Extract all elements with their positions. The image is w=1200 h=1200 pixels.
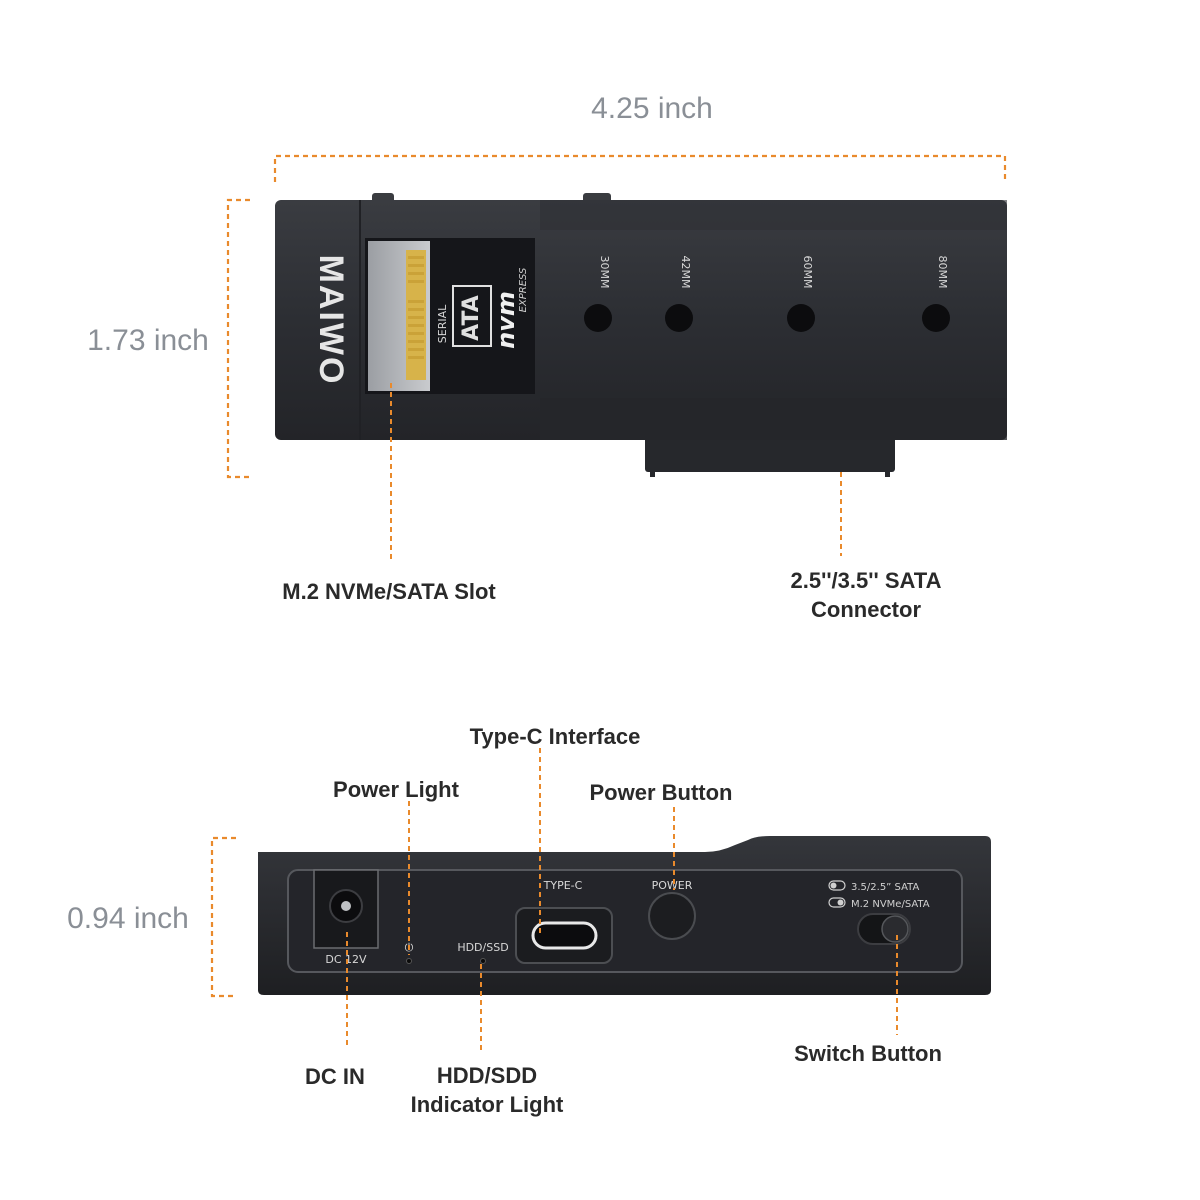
type-c-label: TYPE-C <box>543 879 583 892</box>
mode-switch-knob <box>881 915 909 943</box>
slot-callout: M.2 NVMe/SATA Slot <box>282 579 496 604</box>
length-mark-42-label: 42MM <box>679 256 692 289</box>
length-mark-80-label: 80MM <box>936 256 949 289</box>
side-view: 0.94 inch DC 12V ⏻ HDD/SSD TYPE-C POWER <box>67 724 991 1117</box>
nvm-logo: nvm <box>492 291 520 349</box>
express-label: EXPRESS <box>518 267 529 312</box>
power-button[interactable] <box>648 892 696 940</box>
type-c-port[interactable] <box>515 907 613 964</box>
type-c-callout: Type-C Interface <box>470 724 641 749</box>
power-light-callout: Power Light <box>333 777 460 802</box>
width-dimension-line <box>273 154 1007 182</box>
switch-callout: Switch Button <box>794 1041 942 1066</box>
screw-hole-30[interactable] <box>584 304 612 332</box>
length-mark-80: 80MM <box>922 256 950 332</box>
dc-in-callout: DC IN <box>305 1064 365 1089</box>
side-panel-frame <box>287 869 963 973</box>
side-height-dimension-label: 0.94 inch <box>67 902 189 935</box>
dc-jack-pin <box>341 901 351 911</box>
side-height-dimension-line <box>210 836 236 998</box>
hdd-ssd-label: HDD/SSD <box>457 941 508 954</box>
width-dimension-label: 4.25 inch <box>591 92 713 125</box>
indicator-callout-line2: Indicator Light <box>411 1092 564 1117</box>
switch-option-m2: M.2 NVMe/SATA <box>828 897 930 910</box>
screw-hole-80[interactable] <box>922 304 950 332</box>
sata-callout-line1: 2.5''/3.5'' SATA <box>791 568 942 593</box>
power-light <box>406 958 412 964</box>
sata-callout-line2: Connector <box>811 597 921 622</box>
ata-logo: ATA <box>452 285 492 347</box>
switch-option-m2-label: M.2 NVMe/SATA <box>851 899 930 910</box>
length-mark-30: 30MM <box>584 256 612 332</box>
height-dimension-label: 1.73 inch <box>87 324 209 357</box>
indicator-callout-line1: HDD/SDD <box>437 1063 537 1088</box>
body-bottom-band <box>540 398 1007 440</box>
ata-logo-text: ATA <box>459 295 484 341</box>
m2-slot-pins <box>406 250 426 380</box>
body-top-band <box>540 200 1007 230</box>
mode-switch[interactable] <box>857 913 911 945</box>
length-mark-30-label: 30MM <box>598 256 611 289</box>
screw-hole-60[interactable] <box>787 304 815 332</box>
hdd-ssd-light <box>480 958 486 964</box>
length-mark-60: 60MM <box>787 256 815 332</box>
brand-logo: MAIWO <box>312 255 350 386</box>
power-button-callout: Power Button <box>590 780 733 805</box>
serial-label: SERIAL <box>436 304 449 343</box>
power-label: POWER <box>652 879 693 892</box>
length-mark-60-label: 60MM <box>801 256 814 289</box>
top-view: 4.25 inch 1.73 inch MAIWO <box>87 92 1007 622</box>
screw-hole-42[interactable] <box>665 304 693 332</box>
switch-option-sata: 3.5/2.5” SATA <box>828 880 919 893</box>
sata-connector <box>645 430 895 477</box>
length-mark-42: 42MM <box>665 256 693 332</box>
height-dimension-line <box>226 198 250 479</box>
switch-option-sata-label: 3.5/2.5” SATA <box>851 882 919 893</box>
m2-slot[interactable]: SERIAL ATA nvm EXPRESS <box>365 238 535 394</box>
